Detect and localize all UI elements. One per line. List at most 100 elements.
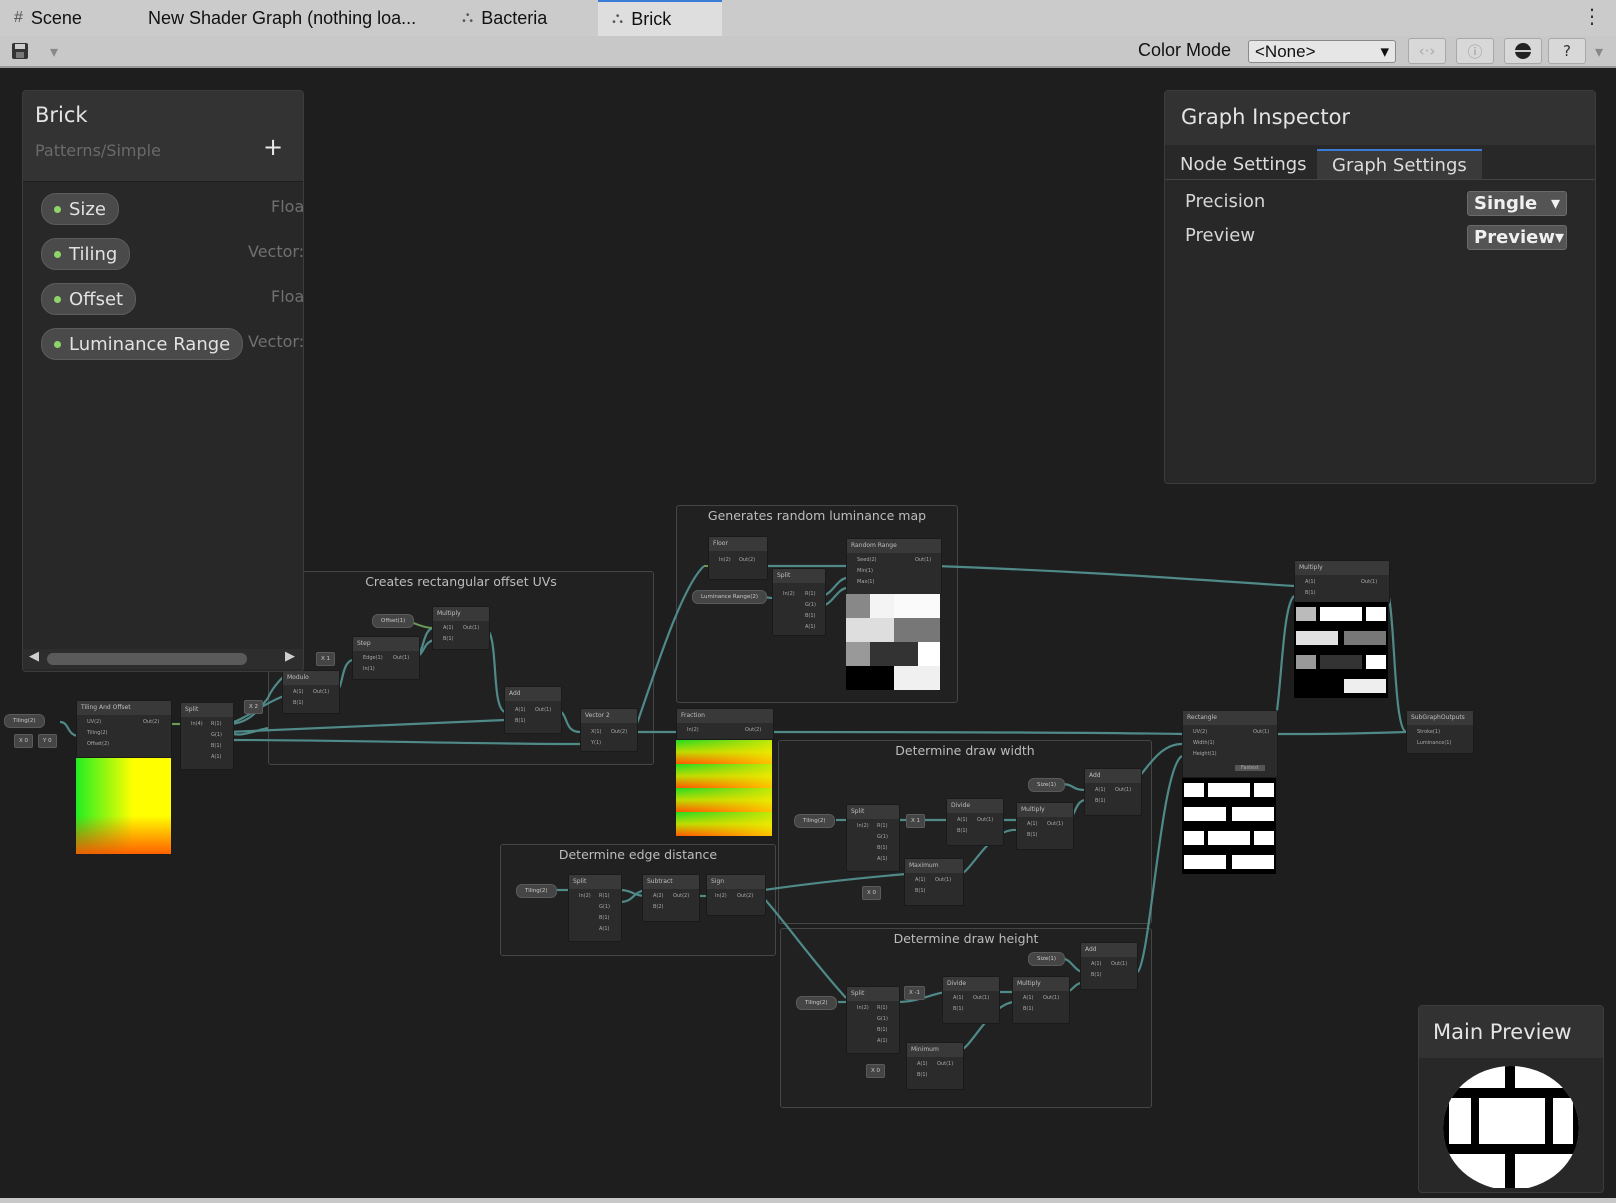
size-property-node[interactable]: Size(1) [1028,778,1066,792]
shader-code-icon[interactable]: ‹·› [1408,38,1446,64]
property-offset[interactable]: Offset [41,283,137,315]
port-label: A(1) [1027,821,1038,827]
node-subtract[interactable]: Subtract A(2) B(2) Out(2) [642,874,700,922]
node-split[interactable]: Split In(2) R(1) G(1) B(1) A(1) [568,874,622,942]
inline-value: 0 [876,1068,881,1074]
node-title: Multiply [1013,977,1069,991]
graph-canvas[interactable]: Creates rectangular offset UVs Generates… [0,68,1616,1198]
port-label: R(1) [599,893,610,899]
inline-x-field[interactable]: X 1 [906,814,926,828]
node-title: Multiply [1017,803,1073,817]
tab-label: Brick [631,8,672,29]
tab-node-settings[interactable]: Node Settings [1180,153,1307,175]
rectangle-mode-dropdown[interactable]: Fastest [1235,765,1265,771]
node-multiply[interactable]: Multiply A(1) B(1) Out(1) [1294,560,1390,604]
port-label: In(2) [857,1005,869,1011]
port-label: A(1) [915,877,926,883]
node-add[interactable]: Add A(1) B(1) Out(1) [1084,768,1142,816]
port-label: G(1) [877,834,888,840]
node-random-range[interactable]: Random Range Seed(2) Min(1) Max(1) Out(1… [846,538,942,596]
inline-x-field[interactable]: X 0 [862,886,882,900]
node-maximum[interactable]: Maximum A(1) B(1) Out(1) [904,858,964,906]
tiling-property-node[interactable]: Tiling(2) [796,996,837,1010]
blackboard-subtitle[interactable]: Patterns/Simple [35,141,161,160]
node-vector-2[interactable]: Vector 2 X(1) Y(1) Out(2) [580,708,638,752]
chevron-down-icon: ▾ [1555,227,1565,248]
node-rectangle[interactable]: Rectangle UV(2) Width(1) Height(1) Out(1… [1182,710,1278,778]
node-add[interactable]: Add A(1) B(1) Out(1) [504,686,562,734]
size-property-node[interactable]: Size(1) [1028,952,1066,966]
tab-graph-settings[interactable]: Graph Settings [1317,149,1482,179]
port-label: Edge(1) [363,655,383,661]
property-tiling[interactable]: Tiling [41,238,131,270]
blackboard-title: Brick [35,103,88,127]
inline-value: 2 [254,704,259,710]
port-label: Luminance(1) [1417,740,1452,746]
port-label: B(1) [443,636,454,642]
inline-x-field[interactable]: X 0 [14,734,34,748]
preview-select[interactable]: Preview ▾ [1467,225,1567,250]
inline-y-field[interactable]: Y 0 [38,734,57,748]
node-title: Split [181,703,233,717]
node-title: Split [847,987,899,1001]
tab-brick[interactable]: ⛬ Brick [598,0,722,36]
toolbar-overflow-icon[interactable]: ▾ [1594,41,1604,61]
more-options-icon[interactable]: ⋮ [1582,4,1602,28]
inline-x-field[interactable]: X 2 [244,700,264,714]
luminance-range-property-node[interactable]: Luminance Range(2) [692,590,768,604]
node-sign[interactable]: Sign In(2) Out(2) [706,874,766,916]
main-preview-toggle-icon[interactable] [1504,38,1542,64]
node-fraction[interactable]: Fraction In(2) Out(2) [676,708,774,740]
property-luminance-range[interactable]: Luminance Range [41,328,244,360]
tiling-property-node[interactable]: Tiling(2) [794,814,835,828]
inline-x-field[interactable]: X -1 [904,986,926,1000]
node-add[interactable]: Add A(1) B(1) Out(1) [1080,942,1138,990]
scroll-right-icon[interactable]: ▶ [285,649,295,664]
node-title: Fraction [677,709,773,723]
node-minimum[interactable]: Minimum A(1) B(1) Out(1) [906,1042,964,1090]
main-preview-panel[interactable]: Main Preview [1418,1005,1604,1193]
node-divide[interactable]: Divide A(1) B(1) Out(1) [942,976,1000,1024]
node-step[interactable]: Step Edge(1) In(1) Out(1) [352,636,420,680]
color-mode-select[interactable]: <None> ▾ [1248,40,1396,63]
inline-x-field[interactable]: X 1 [316,652,336,666]
help-icon[interactable]: ? [1548,38,1586,64]
inline-value: 0 [48,738,52,744]
node-split[interactable]: Split In(2) R(1) G(1) B(1) A(1) [772,568,826,636]
shader-graph-icon: ⛬ [612,10,624,27]
node-multiply[interactable]: Multiply A(1) B(1) Out(1) [432,606,490,650]
node-modulo[interactable]: Modulo A(1) B(1) Out(1) [282,670,340,714]
node-split[interactable]: Split In(4) R(1) G(1) B(1) A(1) [180,702,234,770]
save-icon[interactable] [6,39,34,63]
tab-new-shader-graph[interactable]: New Shader Graph (nothing loa... [148,0,416,36]
node-title: Add [1085,769,1141,783]
port-label: B(1) [915,888,926,894]
info-icon[interactable]: ⓘ [1456,38,1494,64]
node-divide[interactable]: Divide A(1) B(1) Out(1) [946,798,1004,846]
node-tiling-and-offset[interactable]: Tiling And Offset UV(2) Tiling(2) Offset… [76,700,172,758]
port-label: In(2) [857,823,869,829]
property-size[interactable]: Size [41,193,119,225]
tiling-property-node[interactable]: Tiling(2) [4,714,45,728]
inline-label: Y [43,738,47,744]
port-label: In(1) [363,666,375,672]
offset-property-node[interactable]: Offset(1) [372,614,415,628]
inline-x-field[interactable]: X 0 [866,1064,886,1078]
blackboard-horizontal-scrollbar[interactable]: ◀ ▶ [23,649,303,669]
tab-bacteria[interactable]: ⛬ Bacteria [462,0,547,36]
node-split[interactable]: Split In(2) R(1) G(1) B(1) A(1) [846,804,900,872]
node-multiply[interactable]: Multiply A(1) B(1) Out(1) [1016,802,1074,850]
scroll-left-icon[interactable]: ◀ [29,649,39,664]
node-subgraph-outputs[interactable]: SubGraphOutputs Stroke(1) Luminance(1) [1406,710,1474,754]
precision-select[interactable]: Single ▾ [1467,191,1567,216]
node-multiply[interactable]: Multiply A(1) B(1) Out(1) [1012,976,1070,1024]
chevron-down-icon: ▾ [1380,41,1389,61]
inline-label: X [909,990,913,996]
tiling-property-node[interactable]: Tiling(2) [516,884,557,898]
add-property-button[interactable]: + [263,133,284,161]
node-split[interactable]: Split In(2) R(1) G(1) B(1) A(1) [846,986,900,1054]
save-dropdown-icon[interactable]: ▾ [49,41,59,61]
tab-scene[interactable]: # Scene [14,0,82,36]
scrollbar-thumb[interactable] [47,653,247,665]
node-floor[interactable]: Floor In(2) Out(2) [708,536,768,580]
